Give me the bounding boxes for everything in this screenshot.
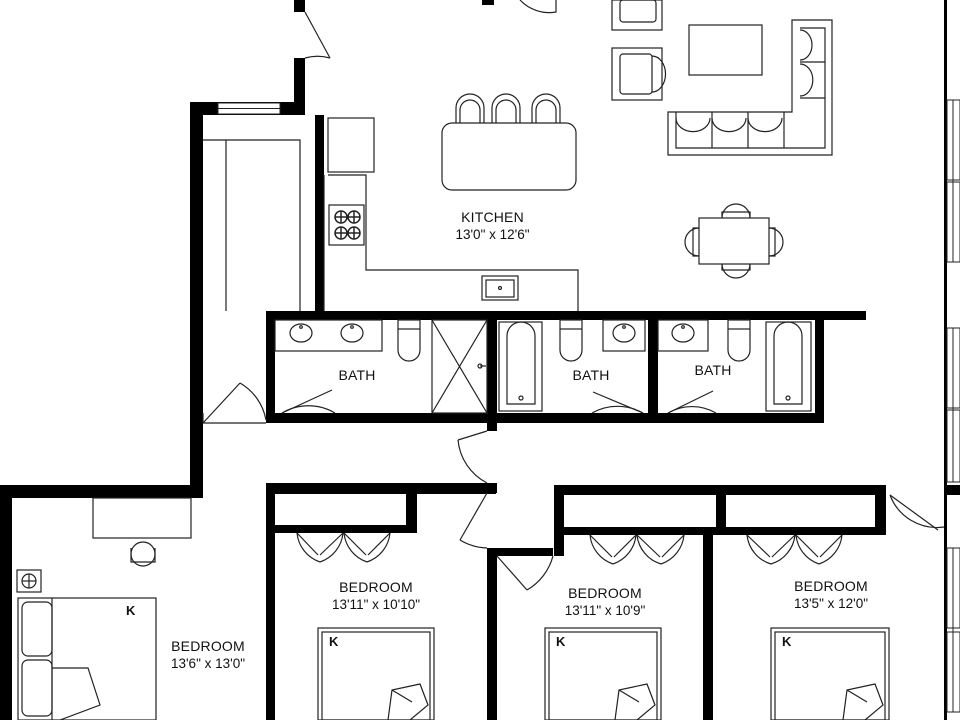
room-label-bedroom-1: BEDROOM 13'6" x 13'0" bbox=[148, 638, 268, 672]
room-name: BATH bbox=[694, 362, 732, 378]
room-dimensions: 13'6" x 13'0" bbox=[170, 655, 246, 671]
room-name: BEDROOM bbox=[171, 638, 245, 654]
room-dimensions: 13'5" x 12'0" bbox=[793, 595, 869, 611]
room-name: KITCHEN bbox=[461, 209, 524, 225]
room-dimensions: 13'0" x 12'6" bbox=[455, 226, 530, 242]
room-name: BATH bbox=[572, 367, 610, 383]
room-label-bath-2: BATH bbox=[554, 367, 628, 385]
bed-size-mark: K bbox=[556, 634, 566, 649]
bed-size-mark: K bbox=[126, 603, 136, 618]
room-label-kitchen: KITCHEN 13'0" x 12'6" bbox=[430, 209, 555, 243]
room-name: BEDROOM bbox=[794, 578, 868, 594]
room-dimensions: 13'11" x 10'10" bbox=[331, 596, 421, 612]
room-label-bath-3: BATH bbox=[676, 362, 750, 380]
room-dimensions: 13'11" x 10'9" bbox=[564, 602, 646, 618]
fixtures bbox=[16, 0, 945, 720]
room-label-bedroom-2: BEDROOM 13'11" x 10'10" bbox=[314, 579, 438, 613]
room-label-bedroom-4: BEDROOM 13'5" x 12'0" bbox=[770, 578, 892, 612]
room-label-bedroom-3: BEDROOM 13'11" x 10'9" bbox=[543, 585, 667, 619]
room-label-bath-1: BATH bbox=[320, 367, 394, 385]
room-name: BEDROOM bbox=[568, 585, 642, 601]
bed-size-mark: K bbox=[329, 634, 339, 649]
room-name: BEDROOM bbox=[339, 579, 413, 595]
corridor-window bbox=[217, 102, 281, 115]
room-name: BATH bbox=[338, 367, 376, 383]
bed-size-mark: K bbox=[782, 634, 792, 649]
right-windows bbox=[946, 99, 960, 713]
